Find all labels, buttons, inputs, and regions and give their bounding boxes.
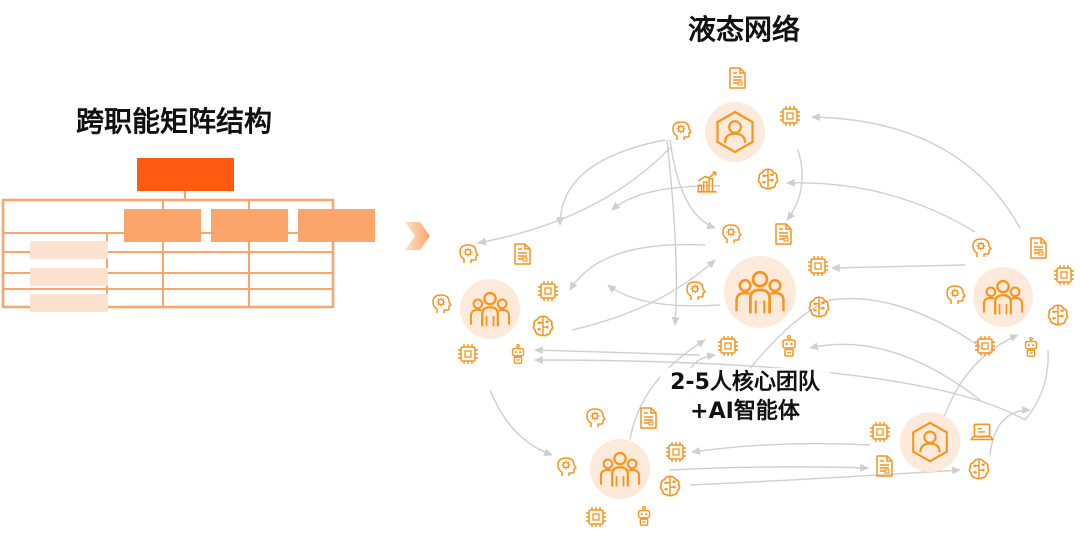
brain-gear-icon bbox=[972, 238, 992, 258]
ai-brain-icon bbox=[808, 296, 830, 318]
ai-brain-icon bbox=[1047, 304, 1069, 326]
robot-icon bbox=[637, 505, 651, 526]
chip-icon bbox=[974, 335, 996, 357]
chip-icon bbox=[779, 105, 801, 127]
chart-icon bbox=[696, 171, 718, 193]
chevron-right-icon bbox=[405, 222, 430, 250]
brain-gear-icon bbox=[586, 408, 606, 428]
matrix-row-head bbox=[30, 294, 108, 312]
document-icon bbox=[729, 67, 746, 89]
ai-brain-icon bbox=[659, 475, 681, 497]
brain-gear-icon bbox=[557, 457, 577, 477]
document-icon bbox=[775, 223, 792, 245]
brain-gear-icon bbox=[432, 294, 452, 314]
matrix-outer-frame bbox=[1, 198, 335, 309]
core-team-label-line2: +AI智能体 bbox=[660, 397, 830, 426]
matrix-structure-title: 跨职能矩阵结构 bbox=[76, 105, 273, 138]
core-team-label-line1: 2-5人核心团队 bbox=[660, 368, 830, 397]
document-icon bbox=[1030, 237, 1047, 259]
chip-icon bbox=[869, 421, 891, 443]
matrix-top-box bbox=[137, 158, 234, 191]
chip-icon bbox=[457, 343, 479, 365]
network-connectors bbox=[477, 113, 1049, 486]
chip-icon bbox=[585, 506, 607, 528]
node-center-team bbox=[724, 256, 796, 328]
document-icon bbox=[876, 455, 893, 477]
matrix-row-head bbox=[30, 241, 108, 259]
brain-gear-icon bbox=[722, 224, 742, 244]
brain-gear-icon bbox=[946, 285, 966, 305]
ai-brain-icon bbox=[532, 315, 554, 337]
matrix-chart bbox=[1, 158, 375, 312]
matrix-row-head bbox=[30, 268, 108, 286]
node-bottom-person bbox=[900, 412, 960, 472]
ai-brain-icon bbox=[757, 168, 779, 190]
chip-icon bbox=[1053, 264, 1075, 286]
node-left-team bbox=[460, 279, 520, 339]
chip-icon bbox=[717, 335, 739, 357]
chip-icon bbox=[537, 280, 559, 302]
chip-icon bbox=[665, 441, 687, 463]
chip-icon bbox=[807, 255, 829, 277]
matrix-column-head bbox=[124, 209, 201, 242]
node-bottom-team bbox=[590, 439, 650, 499]
node-top-person bbox=[705, 102, 765, 162]
robot-icon bbox=[511, 343, 525, 364]
robot-icon bbox=[1024, 336, 1038, 357]
brain-gear-icon bbox=[459, 244, 479, 264]
matrix-column-head bbox=[298, 209, 375, 242]
ai-brain-icon bbox=[968, 458, 990, 480]
core-team-label: 2-5人核心团队 +AI智能体 bbox=[660, 368, 830, 426]
brain-gear-icon bbox=[672, 121, 692, 141]
brain-gear-icon bbox=[686, 281, 706, 301]
document-icon bbox=[640, 407, 657, 429]
liquid-network-title: 液态网络 bbox=[688, 13, 801, 46]
laptop-icon bbox=[970, 423, 994, 441]
robot-icon bbox=[782, 334, 796, 357]
node-right-team bbox=[973, 267, 1033, 327]
document-icon bbox=[514, 243, 531, 265]
matrix-column-head bbox=[211, 209, 288, 242]
